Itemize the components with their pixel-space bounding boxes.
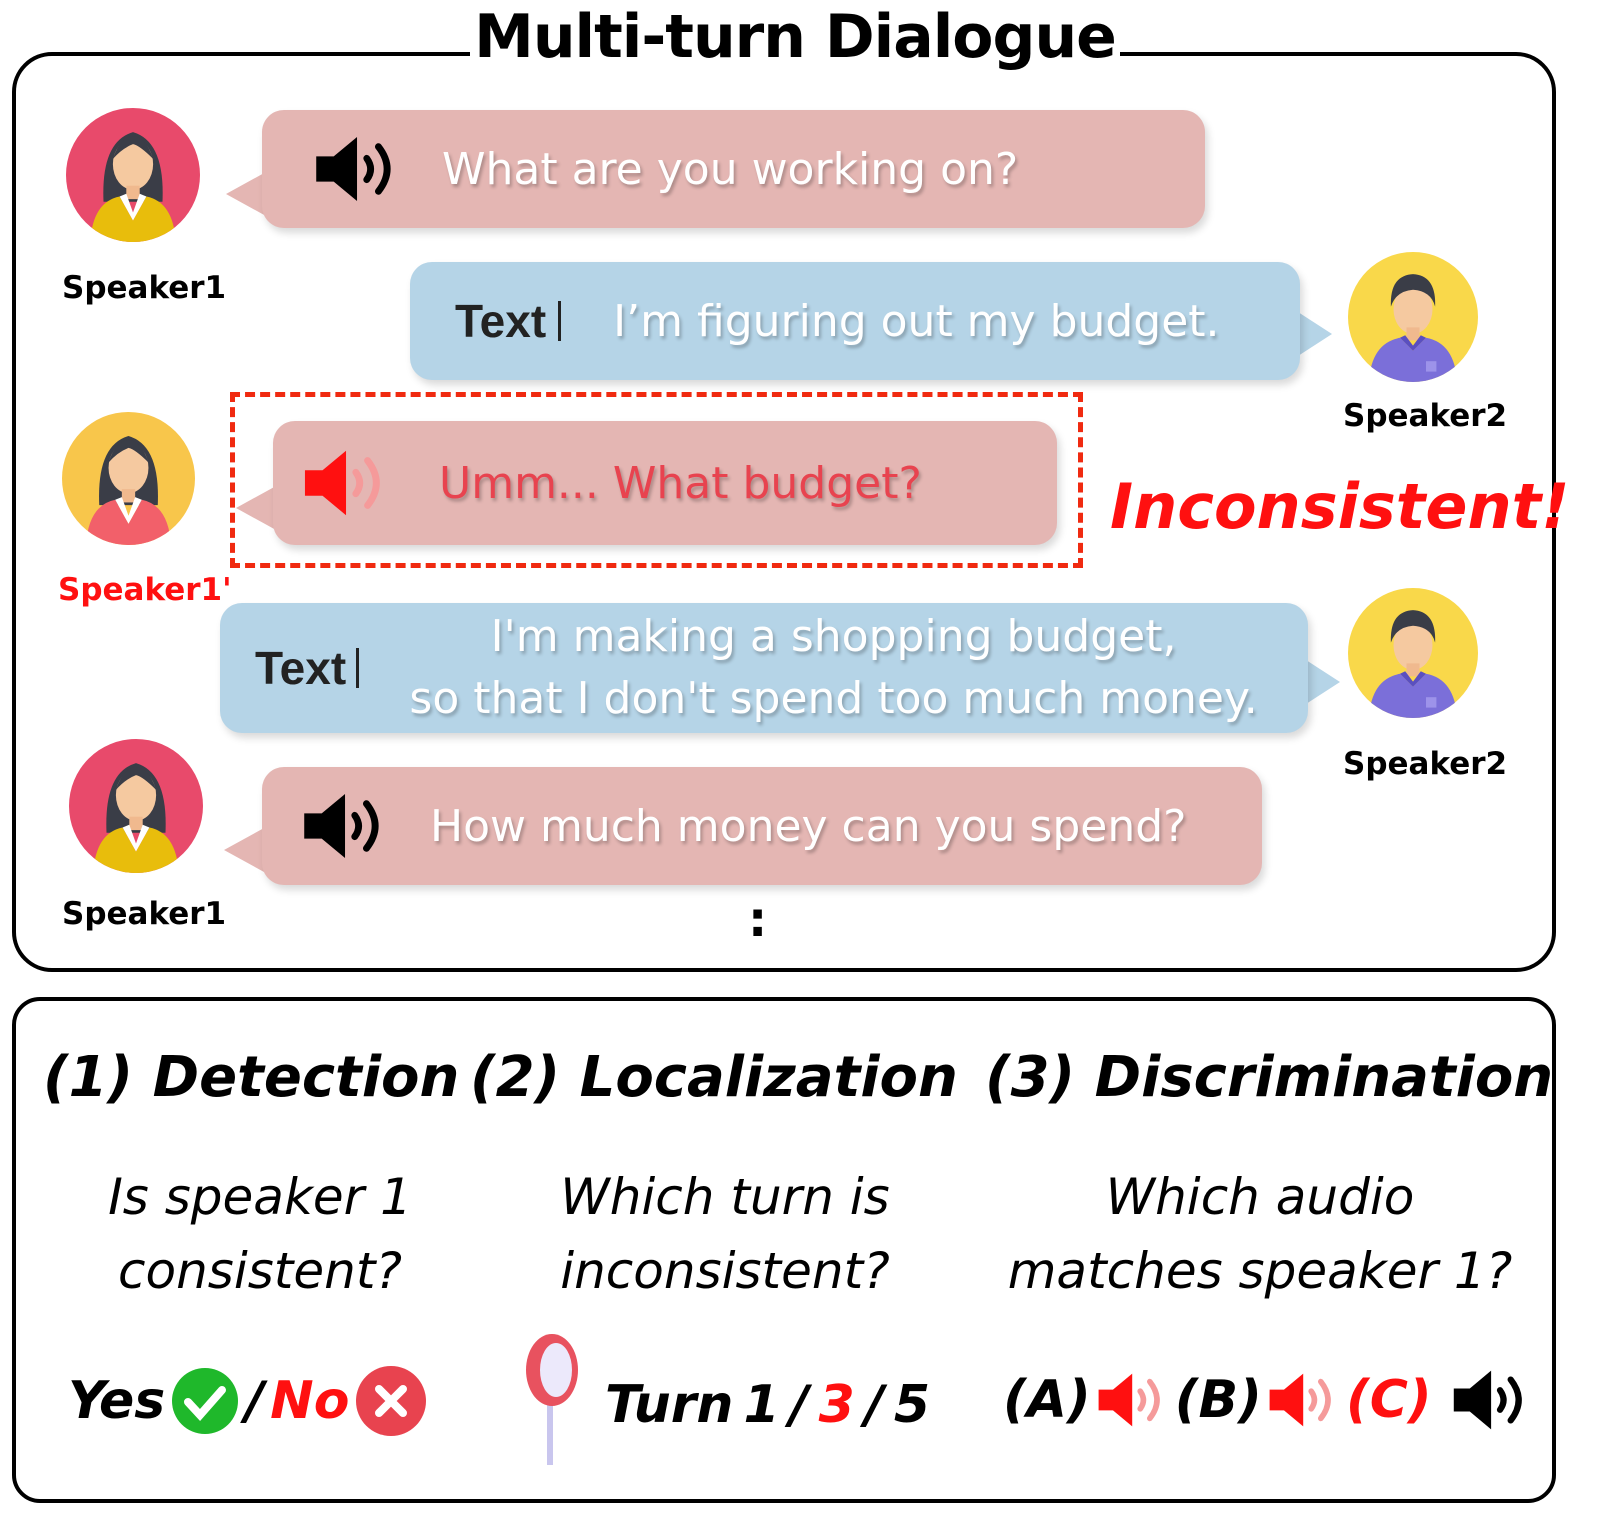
separator: /	[789, 1375, 809, 1435]
speaker-label: Speaker1	[62, 896, 227, 932]
inconsistent-label: Inconsistent!	[1110, 470, 1570, 543]
speaker-icon[interactable]	[302, 792, 390, 860]
speaker-icon[interactable]	[314, 135, 402, 203]
check-icon	[172, 1368, 239, 1434]
turn-text: What are you working on?	[442, 143, 1019, 195]
turn-label: Turn	[605, 1375, 734, 1435]
option-yes[interactable]: Yes	[68, 1371, 166, 1431]
cross-icon	[356, 1366, 427, 1436]
option-b[interactable]: (B)	[1174, 1370, 1262, 1430]
turn-text: Umm... What budget?	[439, 457, 922, 509]
question-line: matches speaker 1?	[1007, 1242, 1513, 1300]
dialogue-turn-4: Text I'm making a shopping budget, so th…	[220, 603, 1308, 733]
dialogue-turn-3: Umm... What budget?	[273, 421, 1057, 545]
inconsistent-highlight-box	[230, 392, 1083, 568]
bubble-tail	[1306, 660, 1340, 704]
question-line: Is speaker 1	[108, 1168, 412, 1226]
option-turn-1[interactable]: 1	[743, 1375, 780, 1435]
separator: /	[245, 1371, 265, 1431]
avatar-speaker2	[1348, 252, 1478, 382]
speaker-label: Speaker1	[62, 270, 227, 306]
option-turn-3[interactable]: 3	[818, 1375, 855, 1435]
speaker-label: Speaker2	[1343, 746, 1508, 782]
option-a[interactable]: (A)	[1003, 1370, 1091, 1430]
speaker-label: Speaker2	[1343, 398, 1508, 434]
discrimination-options: (A) (B) (C)	[1003, 1368, 1532, 1432]
bubble-tail	[224, 828, 264, 872]
speaker-icon-red[interactable]	[1097, 1368, 1169, 1432]
discrimination-question: Which audio matches speaker 1?	[990, 1160, 1530, 1308]
localization-options: Turn 1 / 3 / 5	[605, 1375, 930, 1435]
avatar-speaker1-prime	[62, 412, 195, 545]
task-discrimination-heading: (3) Discrimination	[985, 1045, 1554, 1110]
text-mode-label: Text	[455, 295, 547, 347]
dialogue-turn-5: How much money can you spend?	[262, 767, 1262, 885]
turn-text-line2: so that I don't spend too much money.	[409, 673, 1258, 724]
bubble-tail	[1298, 312, 1332, 356]
turn-text: How much money can you spend?	[430, 800, 1187, 852]
speaker-icon-red[interactable]	[1268, 1368, 1340, 1432]
continuation-dots: :	[748, 892, 768, 948]
detection-question: Is speaker 1 consistent?	[40, 1160, 480, 1308]
speaker-icon[interactable]	[1452, 1368, 1532, 1432]
separator	[558, 301, 562, 341]
dialogue-turn-2: Text I’m figuring out my budget.	[410, 262, 1300, 380]
speaker-icon-red[interactable]	[303, 447, 391, 519]
question-line: Which audio	[1105, 1168, 1415, 1226]
bubble-tail	[236, 486, 276, 530]
separator: /	[864, 1375, 884, 1435]
option-no[interactable]: No	[270, 1371, 350, 1431]
question-line: inconsistent?	[560, 1242, 890, 1300]
task-localization-heading: (2) Localization	[470, 1045, 958, 1110]
text-mode-label: Text	[255, 642, 347, 694]
option-c[interactable]: (C)	[1345, 1370, 1432, 1430]
question-line: consistent?	[118, 1242, 402, 1300]
option-turn-5[interactable]: 5	[893, 1375, 931, 1435]
question-line: Which turn is	[560, 1168, 890, 1226]
panel-title: Multi-turn Dialogue	[470, 2, 1120, 72]
location-pin-icon	[526, 1334, 578, 1465]
separator	[356, 648, 360, 688]
task-detection-heading: (1) Detection	[43, 1045, 460, 1110]
avatar-speaker1	[69, 739, 203, 873]
turn-text-line1: I'm making a shopping budget,	[490, 611, 1177, 662]
avatar-speaker1	[66, 108, 200, 242]
bubble-tail	[226, 172, 266, 216]
detection-options: Yes / No	[68, 1365, 427, 1437]
avatar-speaker2	[1348, 588, 1478, 718]
speaker-label: Speaker1'	[58, 572, 232, 608]
dialogue-turn-1: What are you working on?	[262, 110, 1205, 228]
turn-text: I’m figuring out my budget.	[613, 295, 1220, 347]
localization-question: Which turn is inconsistent?	[505, 1160, 945, 1308]
tasks-panel	[12, 997, 1556, 1503]
